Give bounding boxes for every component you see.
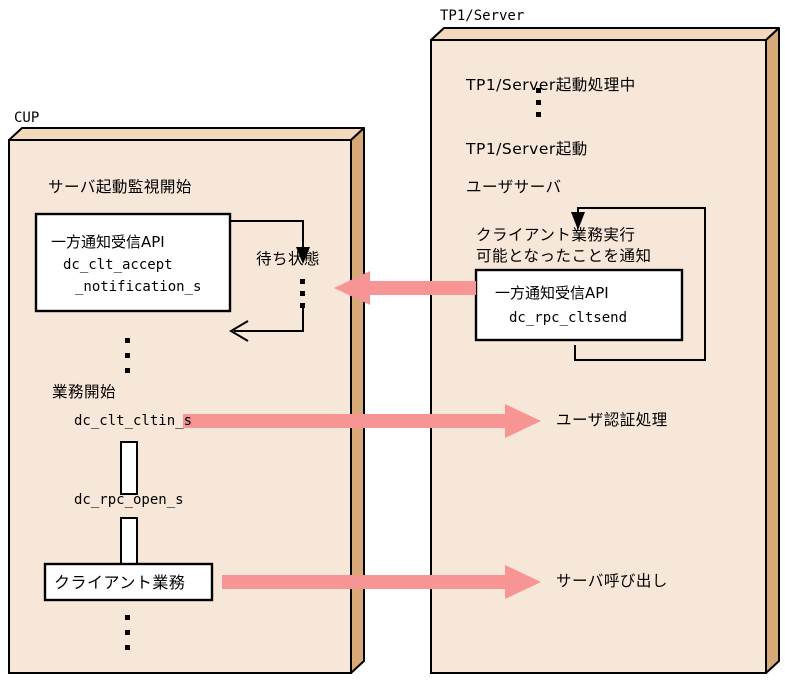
right-notify-arrowhead-down (571, 212, 585, 230)
left-wait-dot-2 (300, 291, 305, 296)
left-label-clt-cltin: dc_clt_cltin_s (74, 413, 193, 429)
left-dot-b3 (125, 645, 130, 650)
left-api-box-line2: dc_clt_accept (63, 257, 173, 273)
right-dot-2 (536, 100, 541, 105)
left-label-server-watch-start: サーバ起動監視開始 (48, 178, 192, 196)
right-dot-1 (536, 88, 541, 93)
left-wait-loop-bottom (234, 308, 304, 332)
left-dot-b2 (125, 630, 130, 635)
right-api-box-line1: 一方通知受信API (495, 284, 609, 302)
left-dot-a1 (125, 338, 130, 343)
right-panel-caption: TP1/Server (440, 8, 525, 24)
left-panel-side-face (350, 127, 365, 674)
left-label-wait-state: 待ち状態 (256, 250, 321, 268)
right-api-box-line2: dc_rpc_cltsend (509, 310, 628, 326)
right-label-startup-done: TP1/Server起動 (466, 140, 588, 158)
right-panel-front-face (430, 39, 767, 674)
left-api-box-line3: _notification_s (75, 279, 202, 295)
right-label-user-server: ユーザサーバ (466, 178, 562, 196)
left-activation-bar-1 (120, 441, 138, 495)
right-api-box (474, 268, 684, 342)
right-dot-3 (536, 112, 541, 117)
arrow-notify-to-cup (334, 271, 476, 305)
right-panel-top-face (430, 27, 780, 41)
left-client-business-label: クライアント業務 (54, 573, 186, 592)
left-wait-loop-arrowhead-left (229, 320, 249, 342)
left-panel-caption: CUP (14, 110, 40, 126)
left-label-business-start: 業務開始 (52, 383, 117, 401)
left-wait-dot-1 (300, 279, 305, 284)
left-label-rpc-open: dc_rpc_open_s (74, 492, 184, 508)
right-panel-side-face (765, 27, 780, 674)
right-label-startup-in-progress: TP1/Server起動処理中 (466, 76, 636, 94)
left-client-business-box (43, 562, 214, 602)
left-wait-loop-top (230, 220, 304, 250)
left-wait-dot-3 (300, 303, 305, 308)
left-dot-a3 (125, 368, 130, 373)
right-label-notify-line1: クライアント業務実行 (476, 226, 636, 244)
arrow-cltin-to-auth (183, 404, 541, 438)
left-panel-top-face (8, 127, 365, 141)
right-label-user-auth: ユーザ認証処理 (556, 411, 668, 429)
right-notify-loop (574, 207, 706, 361)
left-api-box (34, 212, 232, 313)
left-activation-bar-2 (120, 517, 138, 571)
left-dot-a2 (125, 353, 130, 358)
right-label-notify-line2: 可能となったことを通知 (476, 247, 652, 265)
left-dot-b1 (125, 615, 130, 620)
arrow-business-to-servercall (222, 565, 541, 599)
left-wait-loop-arrowhead-down (296, 247, 310, 264)
right-label-server-call: サーバ呼び出し (556, 572, 668, 590)
left-api-box-line1: 一方通知受信API (51, 233, 165, 251)
